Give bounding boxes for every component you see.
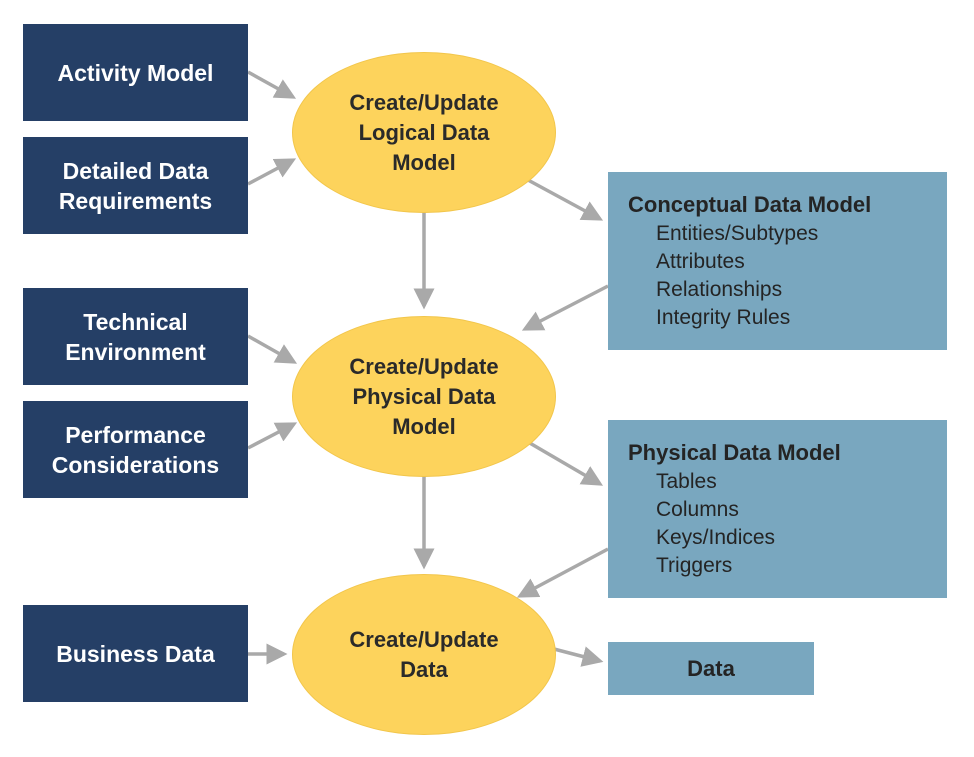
business-data-box: Business Data — [23, 605, 248, 702]
activity-model-label: Activity Model — [57, 59, 214, 86]
arrow-conceptual-to-physical — [521, 284, 609, 331]
create-update-data-ellipse: Create/Update Data — [292, 574, 556, 735]
detailed-data-requirements-line2: Requirements — [58, 187, 213, 214]
conceptual-data-model-box: Conceptual Data Model Entities/Subtypes … — [608, 172, 947, 350]
arrow-performance-to-physical — [247, 422, 298, 450]
physical-line2: Physical Data — [352, 383, 496, 409]
arrow-technical-to-physical — [247, 334, 298, 364]
conceptual-item: Relationships — [656, 278, 783, 301]
arrow-physicalmodel-to-data — [516, 547, 609, 598]
performance-considerations-line2: Considerations — [51, 451, 220, 478]
physical-data-model-box: Physical Data Model Tables Columns Keys/… — [608, 420, 947, 598]
conceptual-item: Integrity Rules — [656, 306, 791, 329]
conceptual-item: Entities/Subtypes — [656, 222, 819, 245]
logical-line2: Logical Data — [358, 119, 490, 145]
detailed-data-requirements-box: Detailed Data Requirements — [23, 137, 248, 234]
logical-line3: Model — [392, 149, 456, 175]
physical-item: Keys/Indices — [656, 526, 776, 549]
create-update-logical-data-model-ellipse: Create/Update Logical Data Model — [292, 52, 556, 213]
physical-item: Tables — [656, 470, 717, 493]
arrow-data-to-output — [553, 646, 604, 667]
arrow-activity-to-logical — [247, 70, 297, 99]
performance-considerations-box: Performance Considerations — [23, 401, 248, 498]
technical-environment-line2: Environment — [65, 338, 206, 365]
technical-environment-line1: Technical — [83, 308, 188, 335]
performance-considerations-line1: Performance — [65, 421, 206, 448]
technical-environment-box: Technical Environment — [23, 288, 248, 385]
data-process-line1: Create/Update — [349, 626, 499, 652]
logical-line1: Create/Update — [349, 89, 499, 115]
conceptual-item: Attributes — [656, 250, 745, 273]
physical-item: Columns — [656, 498, 739, 521]
conceptual-data-model-heading: Conceptual Data Model — [628, 192, 872, 217]
arrow-requirements-to-logical — [247, 158, 297, 186]
create-update-physical-data-model-ellipse: Create/Update Physical Data Model — [292, 316, 556, 477]
business-data-label: Business Data — [56, 640, 215, 667]
physical-data-model-items: Tables Columns Keys/Indices Triggers — [628, 468, 947, 580]
arrow-logical-to-conceptual — [527, 178, 604, 221]
data-output-label: Data — [687, 655, 735, 681]
detailed-data-requirements-line1: Detailed Data — [62, 157, 209, 184]
physical-line1: Create/Update — [349, 353, 499, 379]
arrow-physical-to-physicalmodel — [527, 440, 604, 486]
physical-item: Triggers — [656, 554, 733, 577]
data-process-line2: Data — [400, 656, 448, 682]
conceptual-data-model-items: Entities/Subtypes Attributes Relationshi… — [628, 220, 947, 332]
physical-line3: Model — [392, 413, 456, 439]
data-output-box: Data — [608, 642, 814, 695]
physical-data-model-heading: Physical Data Model — [628, 440, 841, 465]
activity-model-box: Activity Model — [23, 24, 248, 121]
